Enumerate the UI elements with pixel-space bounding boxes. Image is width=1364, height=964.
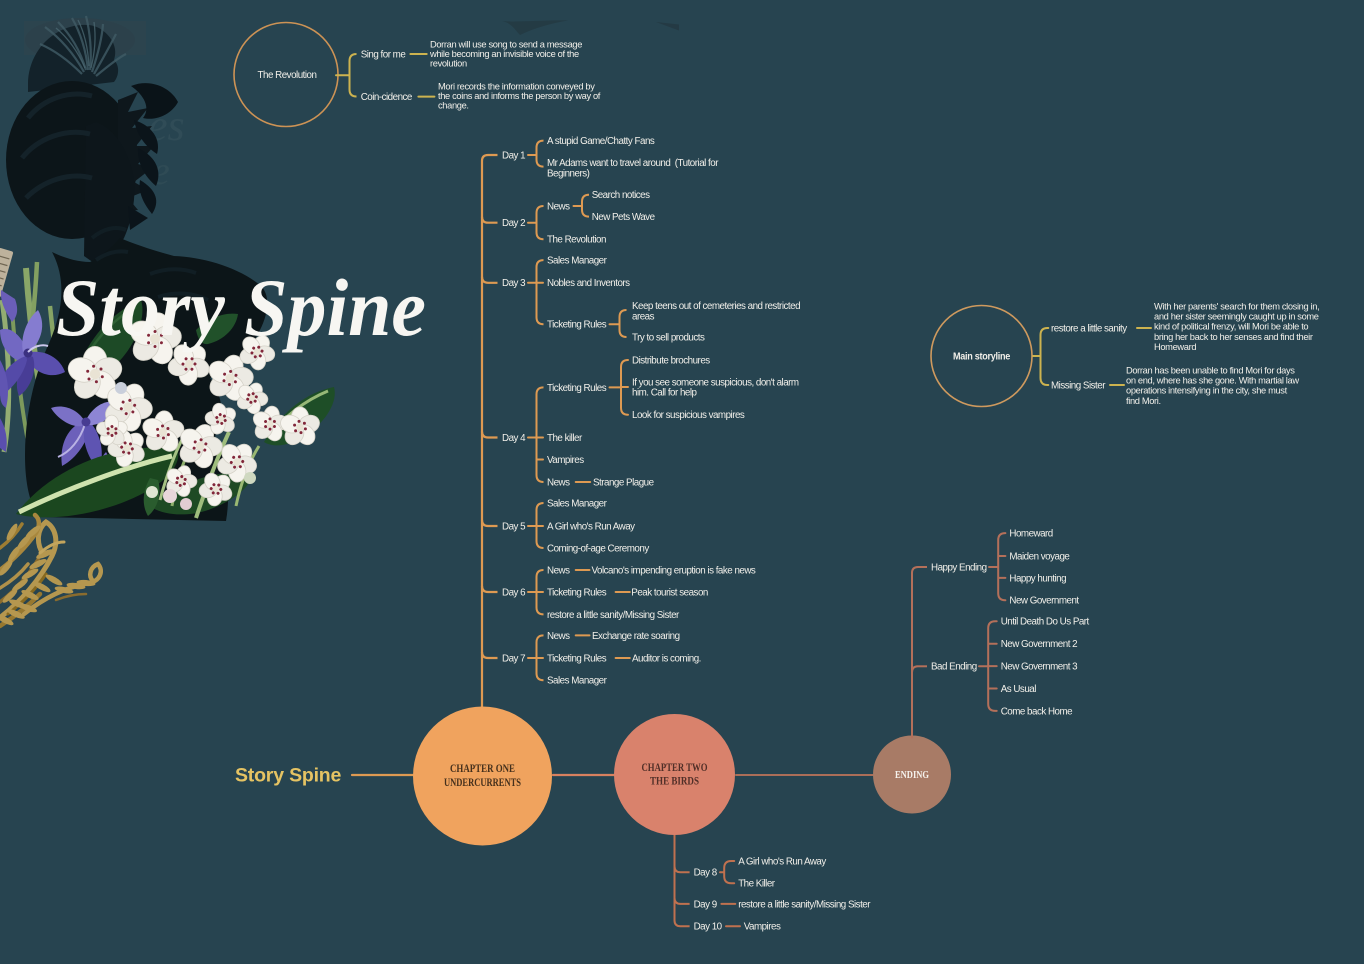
svg-text:The killer: The killer [547,433,583,444]
svg-text:Vampires: Vampires [744,922,781,933]
svg-text:Sales Manager: Sales Manager [547,676,608,687]
svg-text:Day 9: Day 9 [694,899,717,910]
svg-text:New Pets Wave: New Pets Wave [592,212,656,223]
svg-text:New Government 3: New Government 3 [1001,662,1078,673]
svg-text:Search notices: Search notices [592,190,650,201]
svg-text:Come back Home: Come back Home [1001,706,1073,717]
svg-text:on end, where has she gone. Wi: on end, where has she gone. With martial… [1126,376,1299,386]
svg-text:Sales Manager: Sales Manager [547,256,608,267]
svg-text:operations intensifying in the: operations intensifying in the city, she… [1126,386,1288,396]
svg-text:Day 1: Day 1 [502,150,525,161]
svg-text:As Usual: As Usual [1001,684,1037,695]
svg-text:Ticketing Rules: Ticketing Rules [547,320,607,331]
svg-text:UNDERCURRENTS: UNDERCURRENTS [444,775,521,789]
svg-text:The Revolution: The Revolution [258,70,317,81]
svg-text:The Killer: The Killer [738,879,776,890]
svg-text:Look for suspicious vampires: Look for suspicious vampires [632,410,745,421]
svg-text:Sing for me: Sing for me [361,49,407,60]
svg-text:New Government 2: New Government 2 [1001,639,1077,650]
svg-text:Happy hunting: Happy hunting [1009,573,1066,584]
svg-text:CHAPTER TWO: CHAPTER TWO [642,760,708,774]
svg-text:Dorran has been unable to find: Dorran has been unable to find Mori for … [1126,366,1295,376]
svg-text:Day 10: Day 10 [694,922,723,933]
svg-text:Mr Adams want to travel around: Mr Adams want to travel around (Tutorial… [547,158,719,169]
svg-text:Sales Manager: Sales Manager [547,498,608,509]
svg-text:Coming-of-age Ceremony: Coming-of-age Ceremony [547,543,649,554]
svg-text:Nobles and Inventors: Nobles and Inventors [547,278,630,289]
svg-text:News: News [547,631,570,642]
svg-text:Day 2: Day 2 [502,218,525,229]
svg-text:Day 3: Day 3 [502,278,526,289]
svg-text:Day 5: Day 5 [502,521,526,532]
svg-text:THE BIRDS: THE BIRDS [650,774,699,788]
svg-text:Distribute brochures: Distribute brochures [632,355,710,366]
svg-text:revolution: revolution [430,58,467,68]
svg-text:Missing Sister: Missing Sister [1051,380,1106,391]
svg-text:ENDING: ENDING [895,770,929,781]
svg-text:Story Spine: Story Spine [56,262,426,353]
svg-text:him. Call for help: him. Call for help [632,388,698,399]
svg-text:A Girl who's Run Away: A Girl who's Run Away [547,521,635,532]
svg-text:Keep teens out of cemeteries a: Keep teens out of cemeteries and restric… [632,301,800,312]
svg-text:while becoming an invisible vo: while becoming an invisible voice of the [429,49,579,59]
svg-text:A stupid Game/Chatty Fans: A stupid Game/Chatty Fans [547,136,655,147]
svg-text:bring her back to her senses a: bring her back to her senses and find th… [1154,332,1313,342]
svg-text:Beginners): Beginners) [547,168,590,179]
svg-text:A Girl who's Run Away: A Girl who's Run Away [738,856,826,867]
svg-text:Mori records the information c: Mori records the information conveyed by [438,82,595,92]
svg-text:restore a little sanity/Missin: restore a little sanity/Missing Sister [738,899,871,910]
svg-text:areas: areas [632,312,655,323]
svg-text:Exchange rate soaring: Exchange rate soaring [592,631,680,642]
svg-text:News: News [547,477,570,488]
svg-text:CHAPTER ONE: CHAPTER ONE [450,761,515,775]
svg-text:restore a little sanity: restore a little sanity [1051,323,1127,334]
svg-text:Until Death Do Us Part: Until Death Do Us Part [1001,617,1090,628]
svg-text:Main storyline: Main storyline [953,352,1011,363]
svg-text:restore a little sanity/Missin: restore a little sanity/Missing Sister [547,610,680,621]
svg-text:With her parents' search for t: With her parents' search for them closin… [1154,302,1319,312]
svg-text:Homeward: Homeward [1009,529,1052,540]
svg-text:Day 8: Day 8 [694,868,718,879]
svg-text:the coins and informs the pers: the coins and informs the person by way … [438,91,601,101]
svg-text:Dorran will use song to send a: Dorran will use song to send a message [430,40,582,50]
svg-text:Ticketing Rules: Ticketing Rules [547,383,607,394]
svg-text:Story Spine: Story Spine [235,765,342,787]
svg-text:Homeward: Homeward [1154,342,1196,352]
svg-text:Ticketing Rules: Ticketing Rules [547,653,607,664]
svg-text:Strange Plague: Strange Plague [593,477,655,488]
svg-text:Ticketing Rules: Ticketing Rules [547,587,607,598]
svg-text:News: News [547,565,570,576]
svg-text:If you see someone suspicious,: If you see someone suspicious, don't ala… [632,377,799,388]
svg-text:change.: change. [438,101,469,111]
svg-text:Day 4: Day 4 [502,433,526,444]
svg-text:Bad Ending: Bad Ending [931,662,977,673]
svg-text:Coin-cidence: Coin-cidence [361,92,413,103]
svg-text:The Revolution: The Revolution [547,235,606,246]
svg-text:kind of political frenzy, will: kind of political frenzy, will Mori be a… [1154,322,1308,332]
svg-text:Peak tourist season: Peak tourist season [631,587,708,598]
svg-text:New Government: New Government [1009,596,1079,607]
svg-text:find Mori.: find Mori. [1126,396,1161,406]
svg-text:Day 6: Day 6 [502,587,526,598]
svg-text:Auditor is coming.: Auditor is coming. [632,653,701,664]
svg-text:Maiden voyage: Maiden voyage [1009,551,1070,562]
svg-text:Try to sell products: Try to sell products [632,332,705,343]
svg-text:Day 7: Day 7 [502,653,525,664]
svg-text:and her sister seemingly caugh: and her sister seemingly caught up in so… [1154,312,1319,322]
svg-text:Happy Ending: Happy Ending [931,562,987,573]
svg-text:Volcano's impending eruption i: Volcano's impending eruption is fake new… [592,565,756,576]
svg-text:Vampires: Vampires [547,455,584,466]
svg-text:News: News [547,201,570,212]
